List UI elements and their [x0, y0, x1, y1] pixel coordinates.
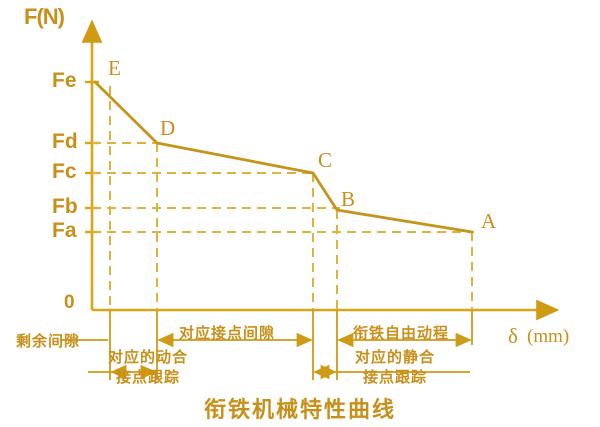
origin-label: 0	[64, 292, 75, 313]
y-tick-label-fe: Fe	[52, 69, 77, 92]
vertical-guides	[109, 86, 473, 310]
annotation-break-contact-follow-line1: 对应的静合	[354, 350, 435, 366]
annotation-contact-gap: 对应接点间隙	[179, 326, 276, 342]
y-tick-label-fb: Fb	[52, 195, 78, 218]
annotation-break-contact-follow: 对应的静合 接点跟踪	[335, 348, 455, 388]
point-label-e: E	[108, 56, 121, 80]
x-axis-title-symbol: δ	[508, 324, 518, 348]
characteristic-curve	[93, 80, 474, 234]
figure-title: 衔铁机械特性曲线	[203, 397, 396, 422]
point-label-d: D	[160, 116, 176, 140]
axes	[81, 19, 560, 321]
point-label-b: B	[341, 187, 356, 211]
y-axis-title: F(N)	[24, 4, 65, 29]
point-label-a: A	[481, 209, 497, 233]
x-axis-title-unit: (mm)	[527, 326, 570, 347]
y-tick-label-fd: Fd	[52, 130, 78, 153]
dimension-lines	[60, 310, 473, 380]
point-label-c: C	[318, 148, 333, 172]
annotation-break-contact-follow-line2: 接点跟踪	[362, 370, 427, 386]
annotation-make-contact-follow: 对应的动合 接点跟踪	[88, 348, 208, 388]
annotation-make-contact-follow-line2: 接点跟踪	[115, 370, 180, 386]
annotation-residual-gap: 剩余间隙	[16, 334, 81, 350]
annotation-make-contact-follow-line1: 对应的动合	[107, 350, 188, 366]
y-tick-label-fa: Fa	[52, 219, 77, 242]
y-tick-label-fc: Fc	[52, 160, 77, 183]
annotation-armature-free-travel: 衔铁自由动程	[353, 326, 450, 342]
horizontal-guides	[92, 142, 474, 233]
